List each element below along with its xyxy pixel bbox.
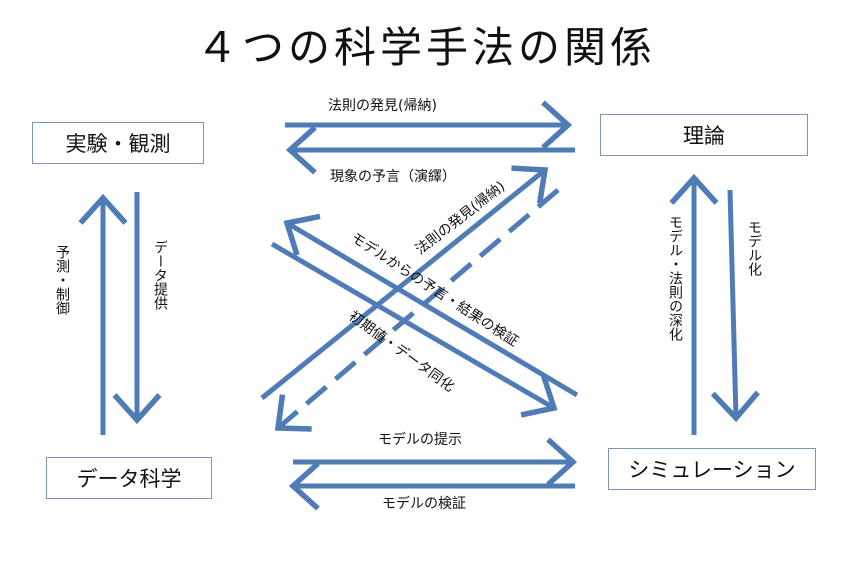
arrow-theory-to-data-science-dashed	[274, 188, 560, 432]
label-prediction-control: 予測・制御	[54, 245, 70, 315]
node-data-science: データ科学	[46, 457, 212, 499]
node-experiment: 実験・観測	[32, 122, 204, 164]
arrow-experiment-to-simulation	[270, 241, 558, 418]
label-data-provision: データ提供	[152, 240, 168, 310]
node-theory: 理論	[600, 114, 808, 156]
arrow-theory-to-simulation	[710, 189, 760, 423]
label-model-law-deepening: モデル・法則の深化	[667, 215, 683, 342]
label-phenomenon-prediction: 現象の予言（演繹）	[330, 169, 456, 185]
page-title: ４つの科学手法の関係	[195, 23, 656, 72]
label-law-discovery-top: 法則の発見(帰納)	[328, 97, 437, 114]
node-simulation: シミュレーション	[608, 448, 816, 490]
arrow-data-science-to-theory	[260, 165, 549, 400]
label-model-verification: モデルの検証	[382, 495, 466, 512]
label-modeling: モデル化	[746, 220, 762, 277]
arrow-simulation-to-experiment	[283, 213, 579, 398]
label-model-presentation: モデルの提示	[378, 431, 462, 448]
